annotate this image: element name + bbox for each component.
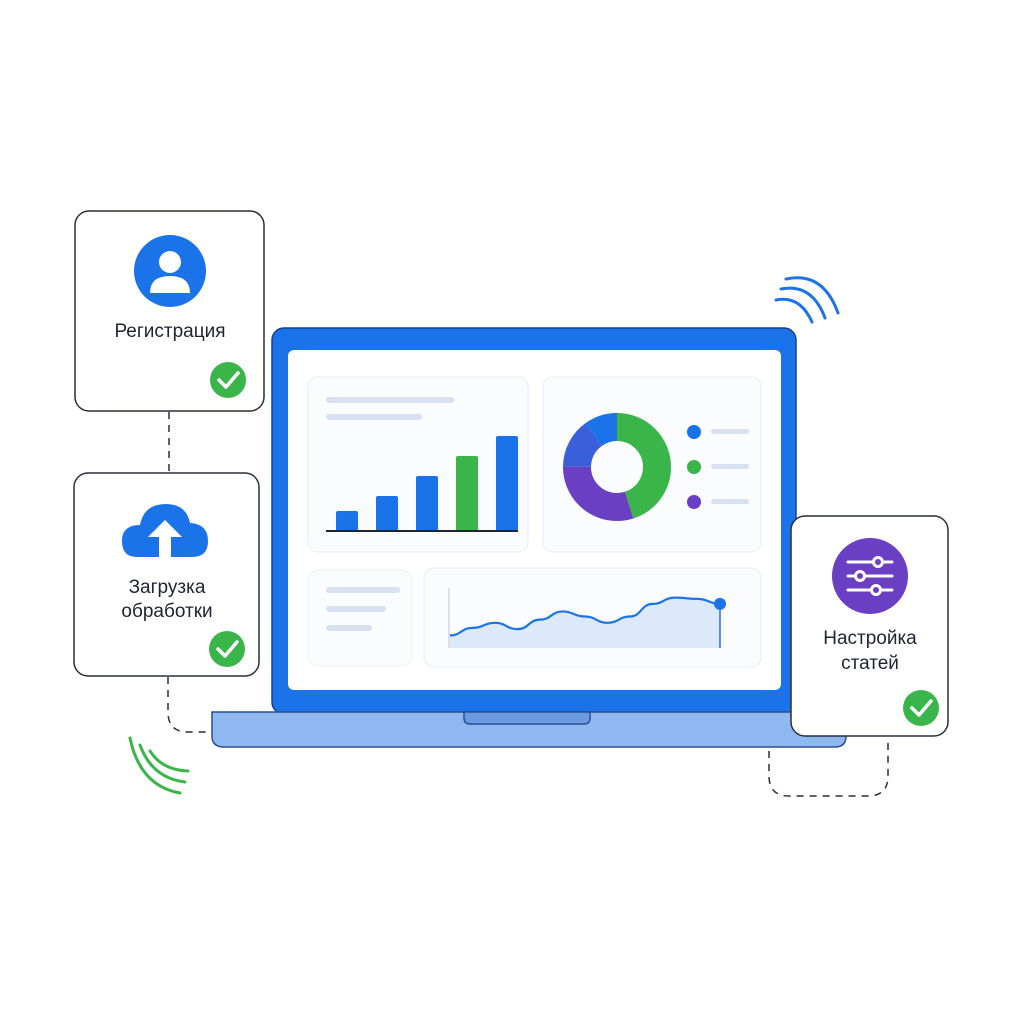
- upload-card: Загрузка обработки: [73, 472, 260, 677]
- legend-line: [711, 429, 749, 434]
- bar: [496, 436, 518, 531]
- settings-label-line1: Настройка: [823, 628, 917, 649]
- area-chart: [449, 596, 726, 648]
- registration-card: Регистрация: [74, 210, 265, 412]
- bar-chart: [336, 436, 518, 531]
- placeholder-line: [326, 587, 400, 593]
- settings-card: Настройка статей: [790, 515, 949, 737]
- signal-waves-top-icon: [774, 276, 840, 324]
- donut-slice: [563, 413, 671, 521]
- check-icon: [210, 362, 246, 398]
- placeholder-line: [326, 397, 454, 403]
- bar: [416, 476, 438, 531]
- text-placeholder-panel: [307, 569, 413, 667]
- check-icon: [209, 631, 245, 667]
- registration-label: Регистрация: [114, 321, 225, 342]
- placeholder-line: [326, 606, 386, 612]
- user-icon-head: [159, 251, 181, 273]
- sliders-icon-knobs: [854, 556, 884, 596]
- signal-waves-bottom-icon: [128, 736, 190, 795]
- check-mark: [217, 371, 240, 389]
- legend-line: [711, 464, 749, 469]
- bar: [456, 456, 478, 531]
- dashboard: [307, 376, 762, 668]
- upload-arrow: [148, 520, 182, 557]
- check-mark: [216, 640, 239, 658]
- laptop-base: [211, 711, 847, 748]
- bar: [376, 496, 398, 531]
- donut-chart: [563, 413, 671, 521]
- registration-card-frame: [74, 210, 265, 412]
- user-icon-body: [150, 276, 190, 293]
- check-mark: [910, 699, 933, 717]
- legend-dot-green: [687, 460, 701, 474]
- area-line: [449, 596, 721, 637]
- legend-dot-purple: [687, 495, 701, 509]
- laptop-notch: [463, 711, 591, 725]
- check-icon: [903, 690, 939, 726]
- highlight-point: [714, 597, 726, 610]
- upload-label-line2: обработки: [121, 601, 212, 622]
- connector-laptop-settings: [768, 712, 889, 797]
- connector-lines: [167, 412, 889, 797]
- upload-label-line1: Загрузка: [129, 577, 206, 598]
- donut-legend: [687, 425, 749, 509]
- placeholder-line: [326, 625, 372, 631]
- area-fill: [450, 597, 720, 648]
- settings-label-line2: статей: [841, 653, 899, 674]
- connector-upload-laptop: [167, 677, 212, 733]
- bar: [336, 511, 358, 531]
- donut-slice: [563, 413, 671, 521]
- settings-card-frame: [790, 515, 949, 737]
- legend-dot-blue: [687, 425, 701, 439]
- upload-card-frame: [73, 472, 260, 677]
- legend-line: [711, 499, 749, 504]
- placeholder-line: [326, 414, 422, 420]
